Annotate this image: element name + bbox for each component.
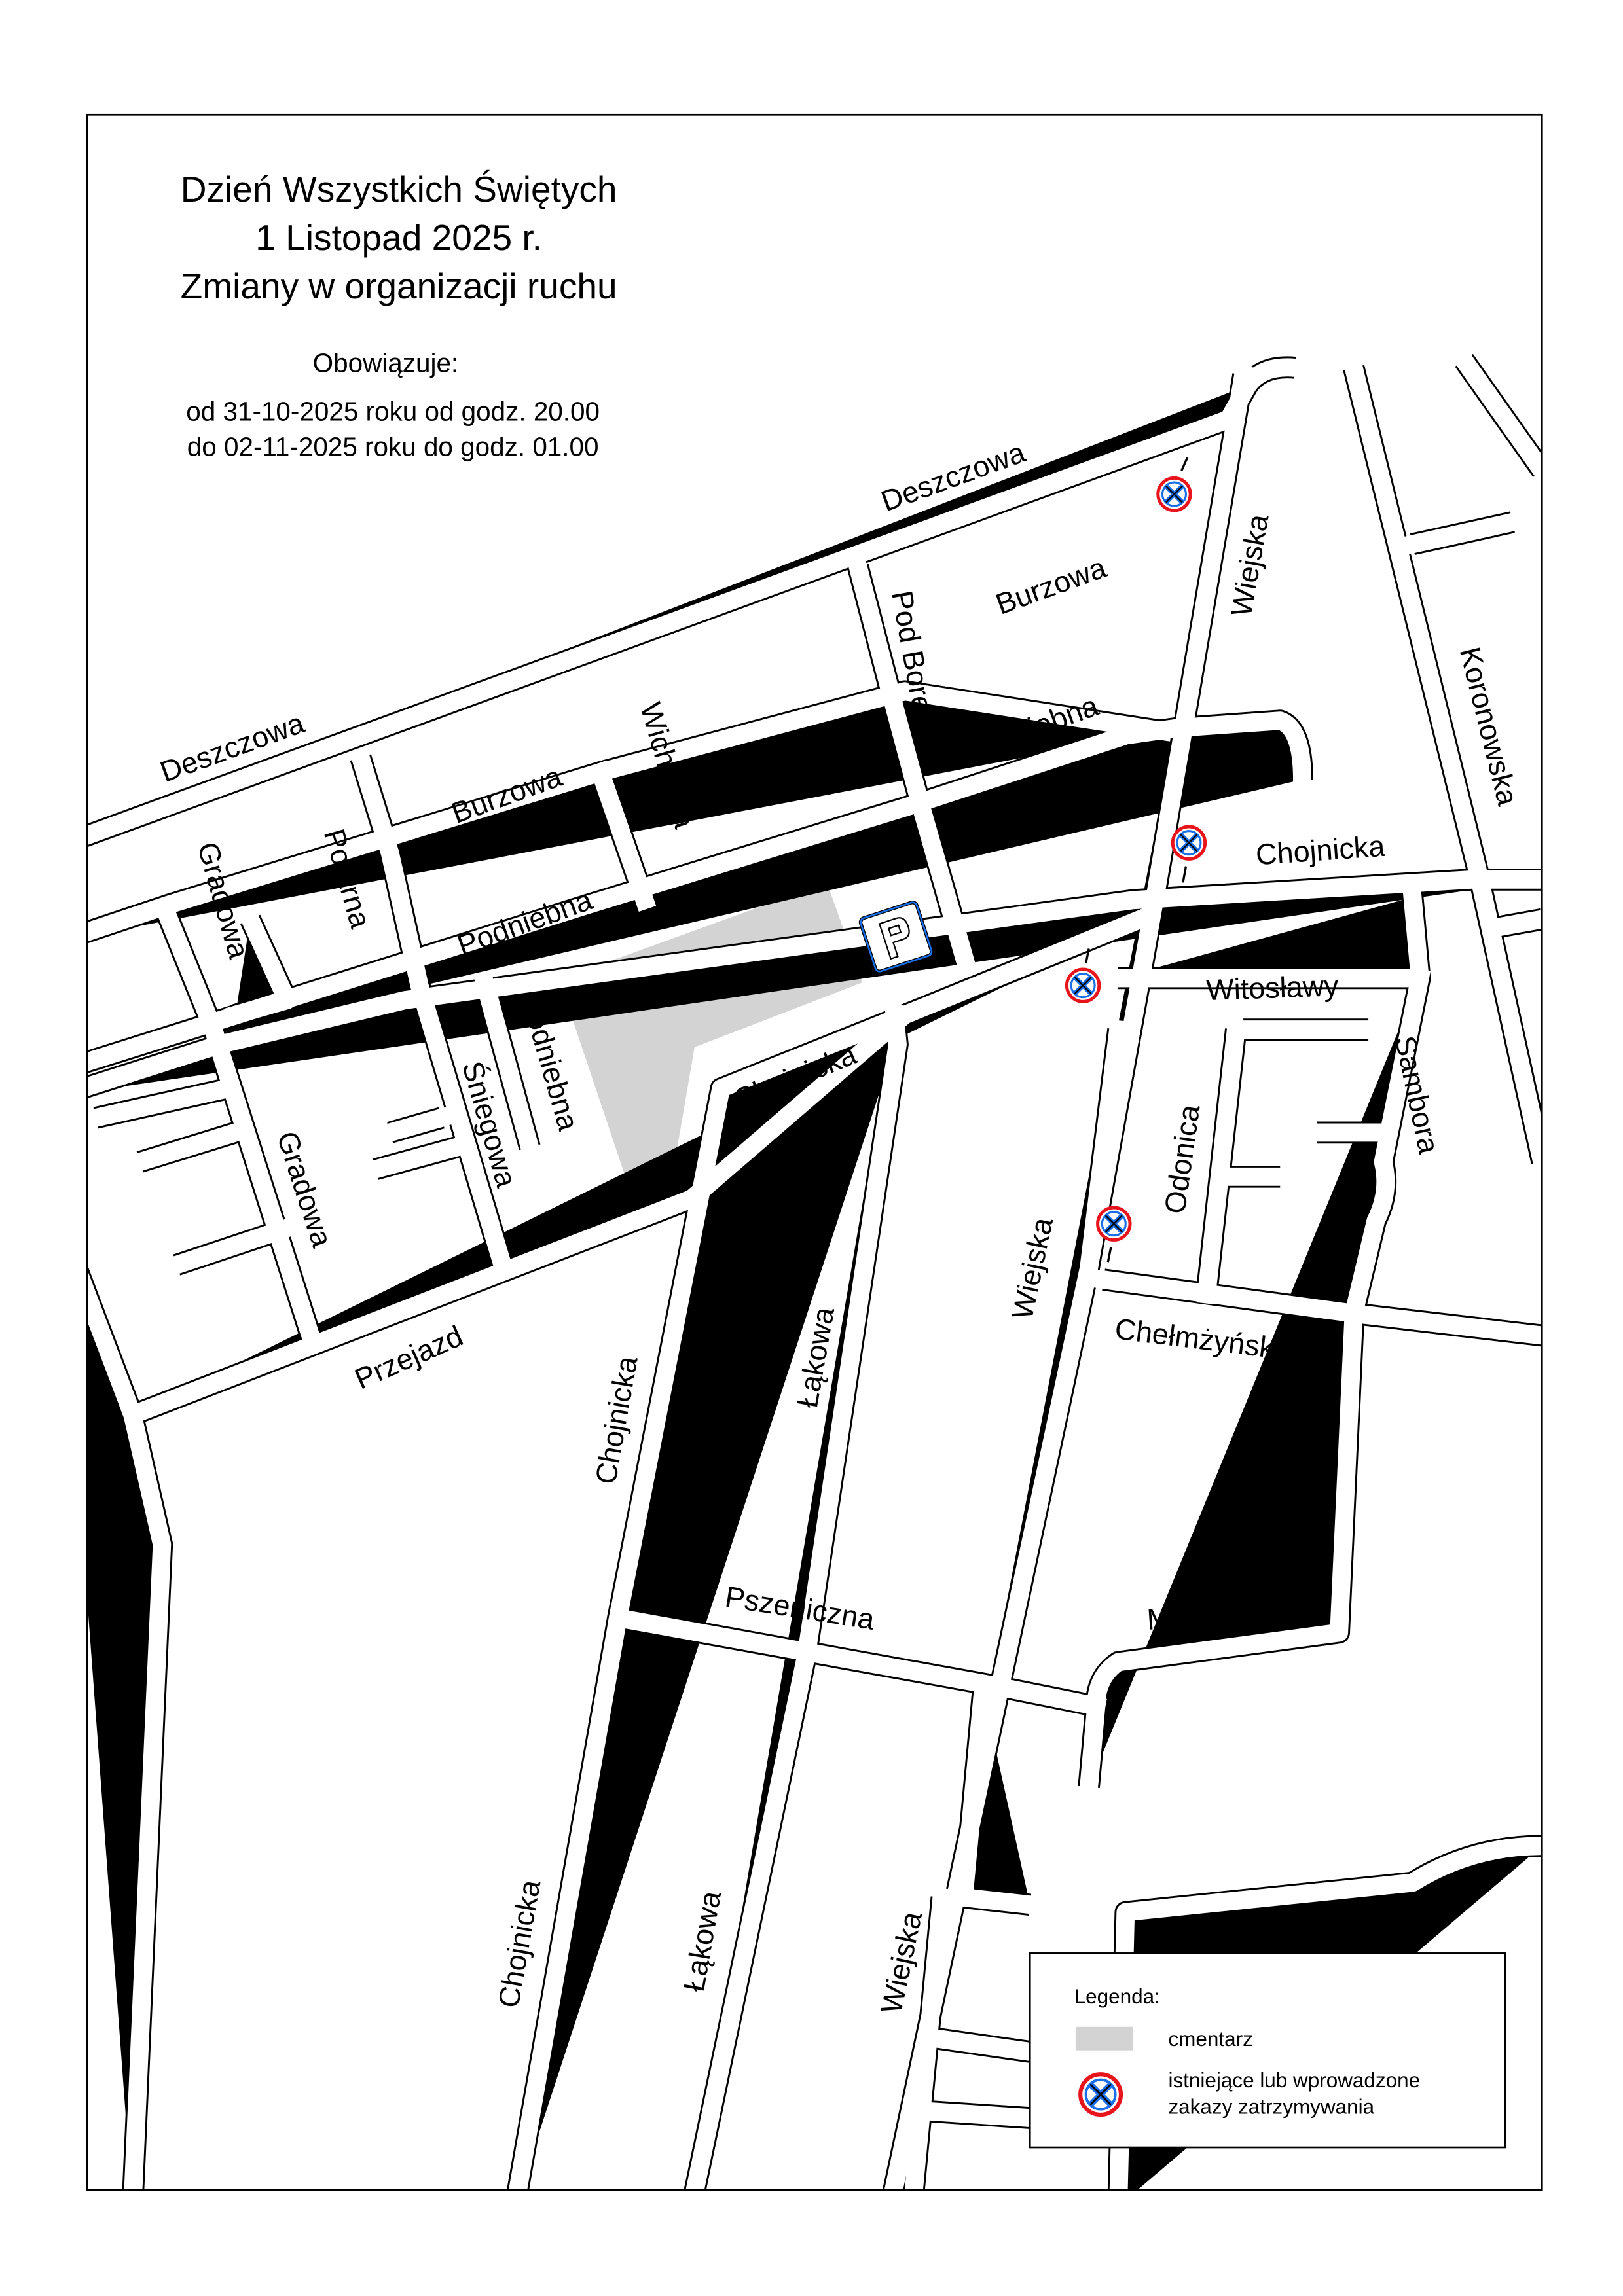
legend-no-stopping-line-1: istniejące lub wprowadzone <box>1168 2069 1420 2092</box>
parking-icon <box>858 901 934 973</box>
map-frame <box>86 113 1543 2191</box>
legend-title: Legenda: <box>1074 1985 1160 2008</box>
title-line-2: 1 Listopad 2025 r. <box>255 217 542 258</box>
no-stopping-sign-icon <box>1067 948 1099 1001</box>
legend-cemetery-swatch <box>1075 2026 1133 2051</box>
valid-to: do 02-11-2025 roku do godz. 01.00 <box>187 432 599 462</box>
no-stopping-sign-icon <box>1158 457 1190 511</box>
legend-cemetery-label: cmentarz <box>1168 2028 1252 2051</box>
legend-no-stopping-line-2: zakazy zatrzymywania <box>1168 2095 1374 2118</box>
title-line-1: Dzień Wszystkich Świętych <box>181 169 617 209</box>
valid-label: Obowiązuje: <box>313 348 459 378</box>
map-header: Dzień Wszystkich Świętych 1 Listopad 202… <box>181 169 617 462</box>
street-label: Witosławy <box>1205 969 1339 1007</box>
street-label: Wiejska <box>1005 1215 1059 1322</box>
street-label: Wiejska <box>874 1909 928 2016</box>
street-label: Chojnicka <box>1254 829 1385 872</box>
valid-from: od 31-10-2025 roku od godz. 20.00 <box>186 397 600 427</box>
street-label: Chełmżyńska <box>1113 1312 1292 1366</box>
street-label: Łąkowa <box>677 1888 727 1994</box>
legend: Legenda: cmentarz istniejące lub wprowad… <box>1029 1952 1506 2149</box>
street-label: Wiejska <box>1224 512 1275 619</box>
street-label: Chojnicka <box>589 1354 644 1486</box>
street-label: Chojnicka <box>492 1877 547 2010</box>
no-stopping-sign-icon <box>1098 1208 1130 1263</box>
road-network <box>88 361 1541 2189</box>
title-line-3: Zmiany w organizacji ruchu <box>181 266 617 306</box>
no-stopping-sign-icon <box>1080 2074 1121 2115</box>
street-label: Odonica <box>1158 1103 1207 1216</box>
street-label: Burzowa <box>991 550 1110 621</box>
no-stopping-sign-icon <box>1173 827 1205 883</box>
